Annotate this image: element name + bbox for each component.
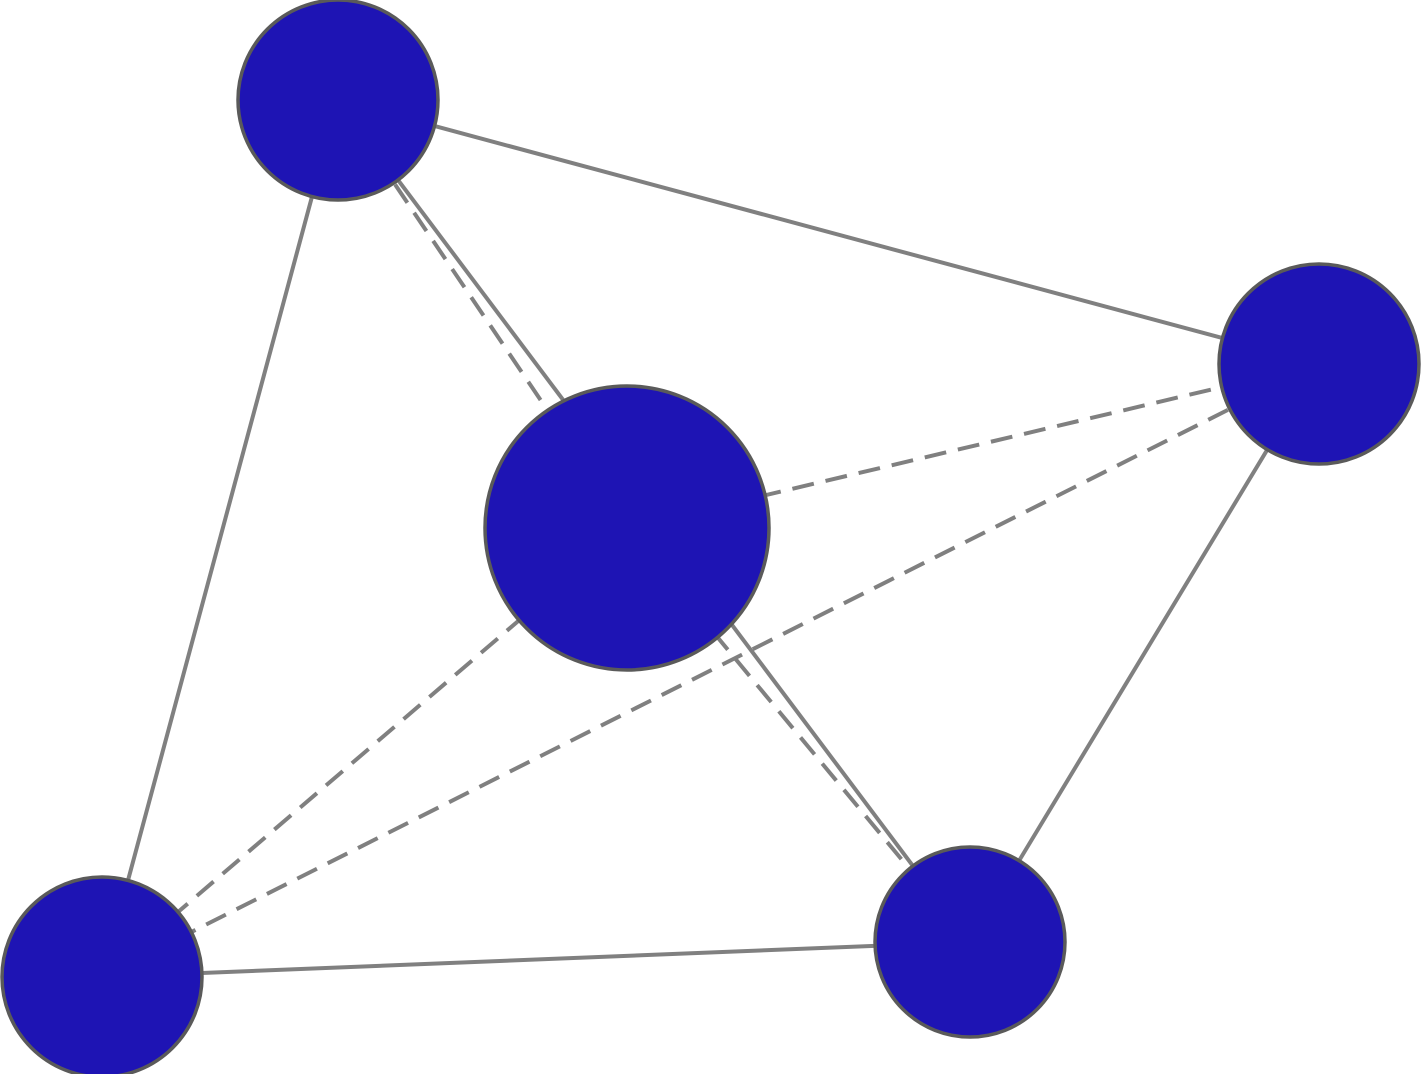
- node-center: [483, 384, 771, 672]
- node-right: [1217, 262, 1421, 466]
- edge-bottom-left-to-bottom-right: [101, 940, 971, 979]
- edge-right-to-bottom-left: [101, 362, 1320, 979]
- edge-top-left-to-bottom-left: [100, 99, 340, 978]
- node-top-left: [236, 0, 440, 202]
- edge-top-left-to-right: [337, 98, 1320, 366]
- edge-right-to-bottom-right: [968, 362, 1321, 944]
- node-bottom-left: [0, 875, 204, 1074]
- node-bottom-right: [873, 845, 1067, 1039]
